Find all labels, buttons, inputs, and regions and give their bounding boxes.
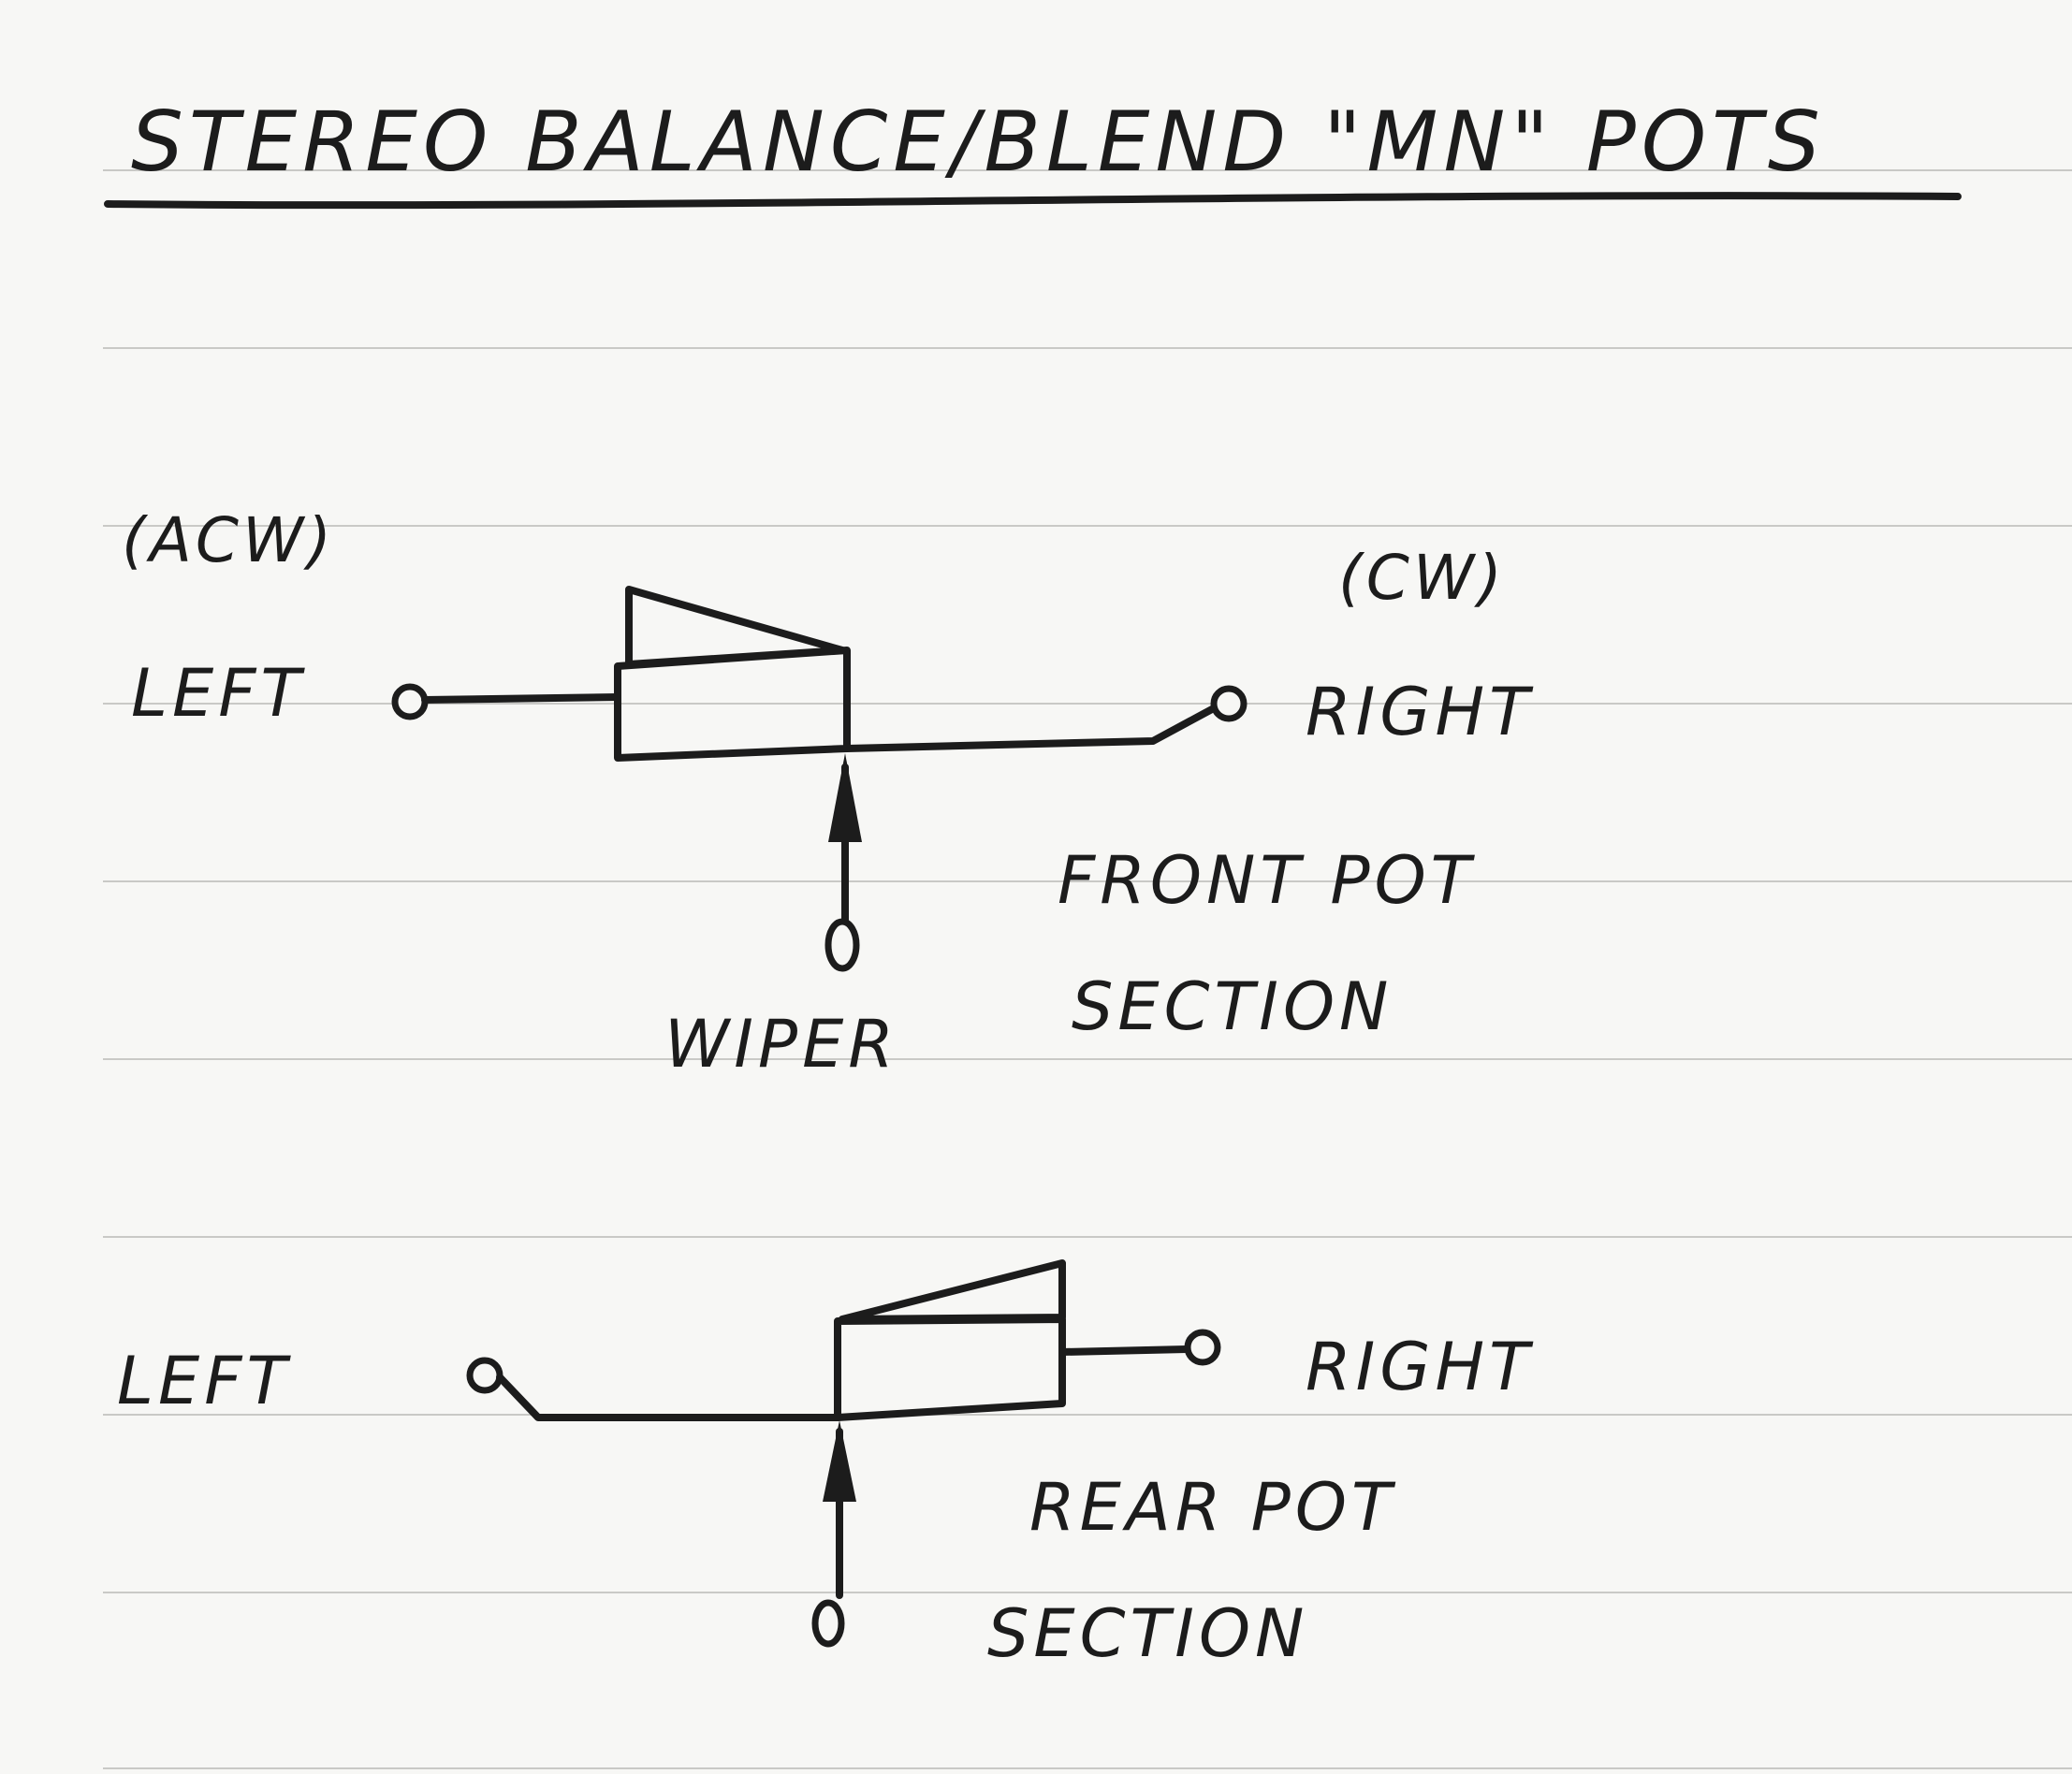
front-pot-taper (625, 586, 846, 668)
page-title: STEREO BALANCE/BLEND "MN" POTS (131, 94, 1826, 190)
rear-section-line2: SECTION (987, 1595, 1308, 1672)
rear-left-label: LEFT (117, 1343, 291, 1419)
front-wiper-arrowhead (828, 753, 862, 842)
rear-pot-section: LEFT RIGHT REAR POT SECTION (117, 1259, 1534, 1672)
front-section-line1: FRONT POT (1058, 842, 1476, 919)
front-right-wire (843, 705, 1216, 752)
front-left-wire (421, 693, 621, 704)
ruled-lines (103, 169, 2072, 1769)
front-wiper-terminal (824, 918, 860, 972)
front-left-label: LEFT (131, 655, 305, 732)
title-underline (104, 192, 1962, 210)
front-left-terminal (391, 683, 429, 720)
rear-right-wire (1058, 1345, 1190, 1356)
front-right-terminal (1210, 685, 1248, 722)
rear-pot-body (834, 1316, 1066, 1421)
rear-left-wire (496, 1374, 841, 1421)
front-wiper-label: WIPER (664, 1006, 898, 1083)
front-cw-label: (CW) (1338, 542, 1506, 614)
rear-pot-taper (839, 1259, 1066, 1323)
rear-left-terminal (466, 1357, 503, 1394)
front-right-label: RIGHT (1306, 674, 1534, 750)
rear-right-terminal (1184, 1329, 1221, 1366)
front-acw-label: (ACW) (122, 504, 335, 576)
rear-wiper-terminal (811, 1599, 845, 1648)
rear-wiper-arrowhead (823, 1420, 856, 1502)
front-section-line2: SECTION (1072, 968, 1393, 1045)
rear-section-line1: REAR POT (1029, 1469, 1396, 1546)
rear-right-label: RIGHT (1306, 1329, 1534, 1405)
front-pot-section: (ACW) (CW) LEFT RIGHT WIPER FRONT POT SE… (122, 504, 1534, 1083)
